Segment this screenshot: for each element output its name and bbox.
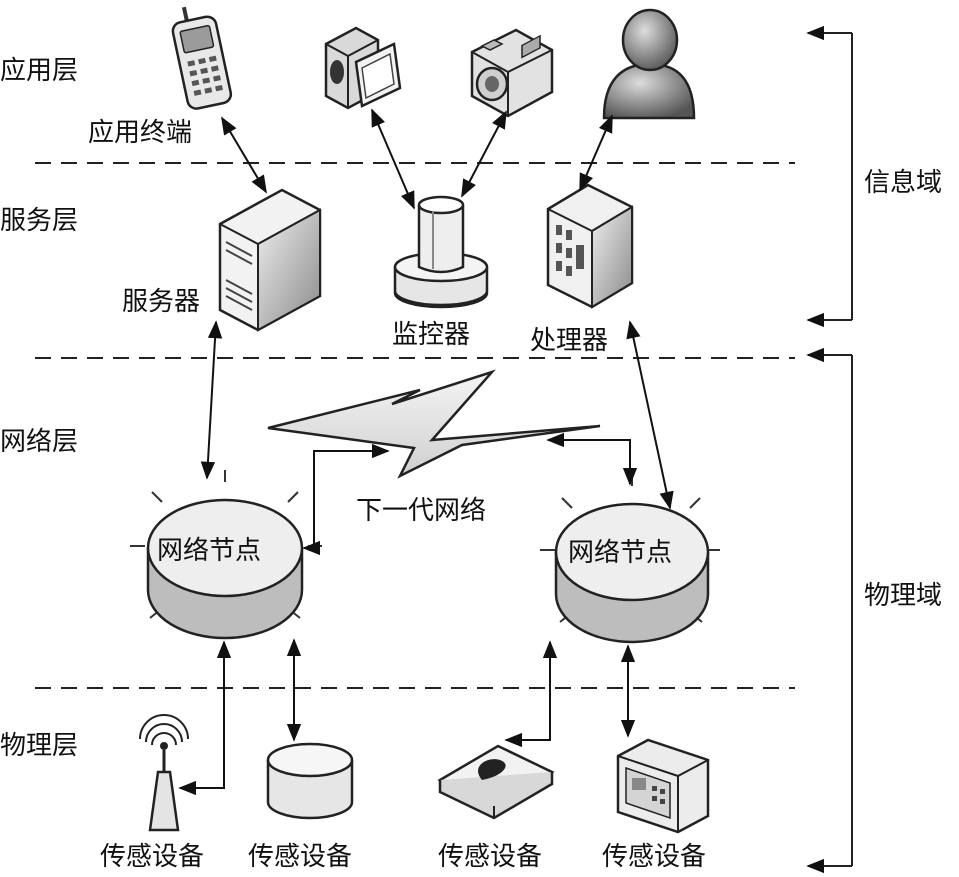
- antenna-sensor-icon: [139, 714, 189, 832]
- processor-cabinet-icon: [546, 183, 634, 309]
- camera-icon: [470, 28, 554, 118]
- arrow-server-node: [200, 320, 223, 480]
- network-node-icon: [130, 470, 322, 640]
- label-next-gen-network: 下一代网络: [356, 496, 487, 526]
- layer-label-application: 应用层: [0, 56, 79, 86]
- domain-label-physical: 物理域: [864, 581, 943, 611]
- drum-sensor-icon: [266, 742, 354, 820]
- pad-sensor-icon: [437, 744, 555, 820]
- server-icon: [218, 188, 322, 332]
- mobile-phone-icon: [171, 6, 233, 110]
- arrow-user-processor: [579, 114, 613, 192]
- connection-arrows: [178, 108, 674, 796]
- layer-label-physical: 物理层: [0, 731, 79, 761]
- domain-brackets: [806, 25, 853, 874]
- arrow-processor-node: [626, 320, 674, 510]
- user-icon: [602, 8, 696, 120]
- arrow-node-pad: [504, 640, 558, 748]
- lightning-network-icon: [267, 369, 601, 479]
- arrow-node-antenna: [178, 640, 232, 796]
- domain-label-information: 信息域: [864, 168, 943, 198]
- layer-label-service: 服务层: [0, 206, 79, 236]
- monitor-stand-icon: [393, 195, 489, 309]
- label-node-right: 网络节点: [568, 538, 673, 568]
- label-sensor-1: 传感设备: [100, 842, 205, 872]
- arrow-phone-server: [221, 116, 267, 194]
- network-node-icon: [540, 474, 720, 644]
- label-server: 服务器: [122, 287, 201, 317]
- label-monitor: 监控器: [392, 320, 471, 350]
- arrow-camera-monitor: [461, 110, 507, 198]
- arrow-videocam-monitor: [371, 108, 415, 210]
- box-sensor-icon: [616, 738, 710, 834]
- label-app-terminal: 应用终端: [88, 118, 193, 148]
- layer-label-network: 网络层: [0, 427, 79, 457]
- label-processor: 处理器: [530, 326, 609, 356]
- video-camera-icon: [324, 26, 402, 110]
- arrow-network-node-right: [546, 432, 638, 486]
- label-sensor-3: 传感设备: [438, 842, 543, 872]
- label-sensor-2: 传感设备: [248, 842, 353, 872]
- label-node-left: 网络节点: [157, 536, 262, 566]
- label-sensor-4: 传感设备: [602, 842, 707, 872]
- arrow-node-network-left: [302, 443, 390, 556]
